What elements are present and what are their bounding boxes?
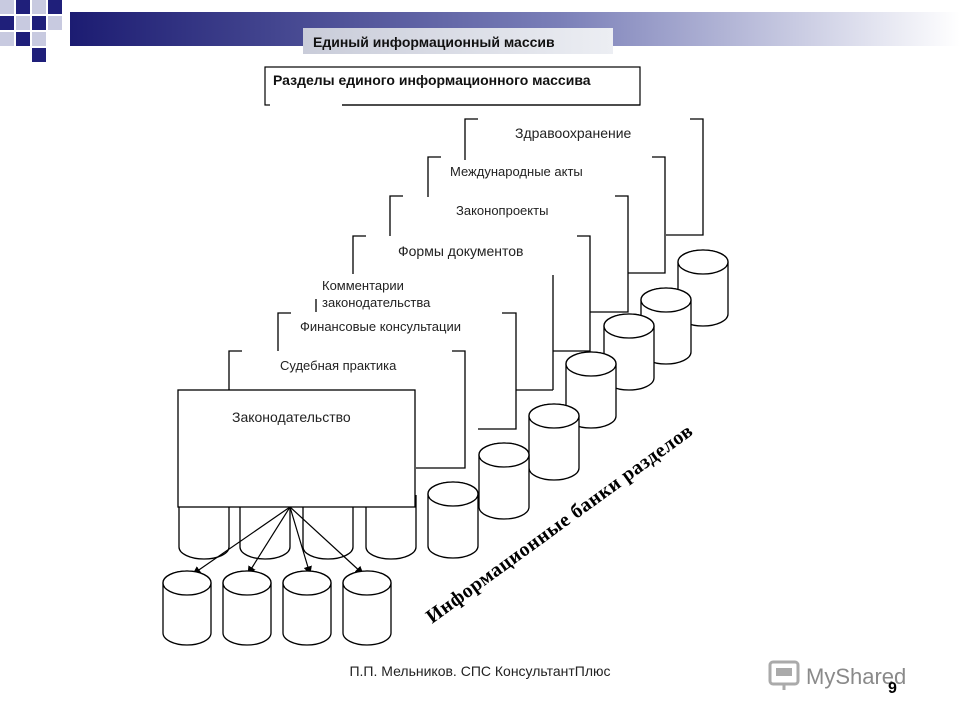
arrow-icon	[289, 506, 364, 575]
database-cylinder-icon	[162, 570, 212, 646]
database-cylinder-icon	[342, 570, 392, 646]
subtitle-frame: Разделы единого информационного массива	[273, 72, 591, 88]
section-card-healthcare	[464, 118, 478, 160]
page-number: 9	[888, 680, 897, 697]
database-cylinder-icon	[302, 495, 354, 560]
section-label-international-acts: Международные акты	[450, 164, 583, 179]
subtitle: Разделы единого информационного массива	[273, 72, 591, 88]
section-label-bills: Законопроекты	[456, 203, 548, 218]
section-card-legislation	[177, 389, 416, 508]
arrow-icon	[289, 506, 312, 575]
database-cylinder-icon	[478, 442, 530, 520]
database-cylinder-icon	[528, 403, 580, 481]
section-label-court-practice: Судебная практика	[280, 358, 397, 373]
database-cylinder-icon	[239, 495, 291, 560]
database-cylinder-icon	[640, 287, 692, 365]
database-cylinder-icon	[365, 495, 417, 560]
bottom-cylinders	[162, 570, 392, 646]
arrow-fan	[192, 506, 364, 575]
arrow-icon	[192, 506, 291, 575]
corner-squares-decoration	[0, 0, 62, 62]
myshared-logo-icon	[768, 660, 800, 690]
arrow-icon	[247, 506, 291, 575]
section-label-legislation: Законодательство	[232, 409, 351, 425]
section-card-court-practice	[228, 350, 242, 390]
database-cylinder-icon	[565, 351, 617, 429]
section-card-financial-consulting	[277, 312, 291, 351]
section-card-document-forms	[352, 235, 366, 274]
bank-cylinders	[427, 249, 729, 559]
section-label-financial-consulting: Финансовые консультации	[300, 319, 461, 334]
title-bar	[303, 28, 613, 54]
section-label-commentary: Комментарии законодательства	[322, 278, 431, 310]
database-cylinder-icon	[427, 481, 479, 559]
watermark-text: MyShared	[806, 664, 906, 689]
section-cards	[228, 118, 704, 469]
section-card-bills	[389, 195, 403, 236]
hidden-cylinders	[178, 495, 417, 560]
section-card-international-acts	[427, 156, 441, 197]
database-cylinder-icon	[222, 570, 272, 646]
section-label-healthcare: Здравоохранение	[515, 125, 632, 141]
page-title: Единый информационный массив	[313, 34, 555, 50]
footer-author: П.П. Мельников. СПС КонсультантПлюс	[349, 663, 611, 679]
database-cylinder-icon	[282, 570, 332, 646]
section-label-commentary-frame: Комментарии законодательства	[322, 278, 431, 310]
section-label-document-forms: Формы документов	[398, 243, 524, 259]
